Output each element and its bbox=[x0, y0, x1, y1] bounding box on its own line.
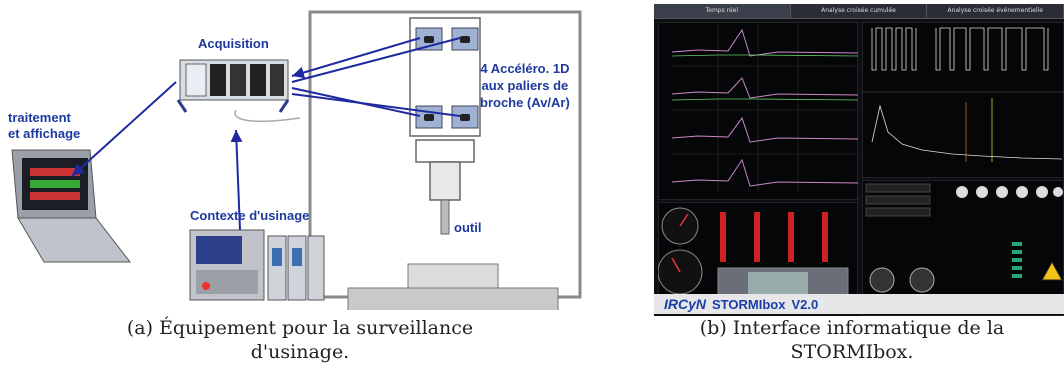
acquisition-label: Acquisition bbox=[198, 36, 269, 51]
processing-label: traitement et affichage bbox=[8, 110, 81, 141]
context-label: Contexte d'usinage bbox=[190, 208, 310, 223]
accelerometer-label: 4 Accéléro. 1D aux paliers de broche (Av… bbox=[480, 61, 570, 110]
machine-table bbox=[347, 287, 559, 310]
tab-bar: Temps réel Analyse croisée cumulée Analy… bbox=[654, 4, 1064, 19]
trace-2 bbox=[671, 77, 858, 99]
brand-name: STORMIbox bbox=[712, 296, 786, 312]
trace-4 bbox=[671, 158, 858, 187]
equipment-diagram bbox=[11, 10, 582, 310]
trace-1 bbox=[671, 28, 858, 57]
laptop bbox=[11, 149, 132, 263]
spectrum-charts bbox=[862, 22, 1064, 178]
cnc-controller bbox=[189, 229, 265, 301]
status-panel bbox=[862, 180, 1064, 316]
brand-bar: IRCyN STORMIbox V2.0 bbox=[654, 294, 1064, 314]
caption-b: (b) Interface informatique de la STORMIb… bbox=[699, 317, 1005, 363]
drive-modules bbox=[267, 235, 325, 301]
arrow-laptop bbox=[71, 81, 177, 177]
tool-holder bbox=[429, 161, 461, 201]
spectrum-trace bbox=[871, 104, 1063, 160]
stormibox-interface: Temps réel Analyse croisée cumulée Analy… bbox=[654, 4, 1064, 316]
gauges-panel bbox=[658, 202, 858, 306]
spindle-nose bbox=[415, 139, 475, 163]
arrow-sensor-4 bbox=[291, 93, 461, 117]
arrow-sensor-1 bbox=[291, 37, 421, 79]
trace-3 bbox=[671, 116, 858, 143]
realtime-charts bbox=[658, 22, 858, 200]
arrow-context bbox=[230, 129, 243, 231]
tab-realtime[interactable]: Temps réel bbox=[654, 4, 791, 18]
warning-icon bbox=[1041, 260, 1063, 281]
tool bbox=[440, 199, 450, 235]
brand-prefix: IRCyN bbox=[664, 296, 707, 312]
tab-cumulative[interactable]: Analyse croisée cumulée bbox=[791, 4, 928, 18]
workpiece bbox=[407, 263, 499, 289]
brand-version: V2.0 bbox=[791, 296, 819, 312]
caption-a: (a) Équipement pour la surveillance d'us… bbox=[126, 317, 474, 363]
figure-a: Acquisition traitement et affichage 4 Ac… bbox=[0, 0, 600, 310]
tool-label: outil bbox=[454, 220, 482, 235]
acquisition-device bbox=[176, 59, 301, 122]
tab-event[interactable]: Analyse croisée événementielle bbox=[927, 4, 1064, 18]
arrow-sensor-2 bbox=[291, 37, 461, 83]
